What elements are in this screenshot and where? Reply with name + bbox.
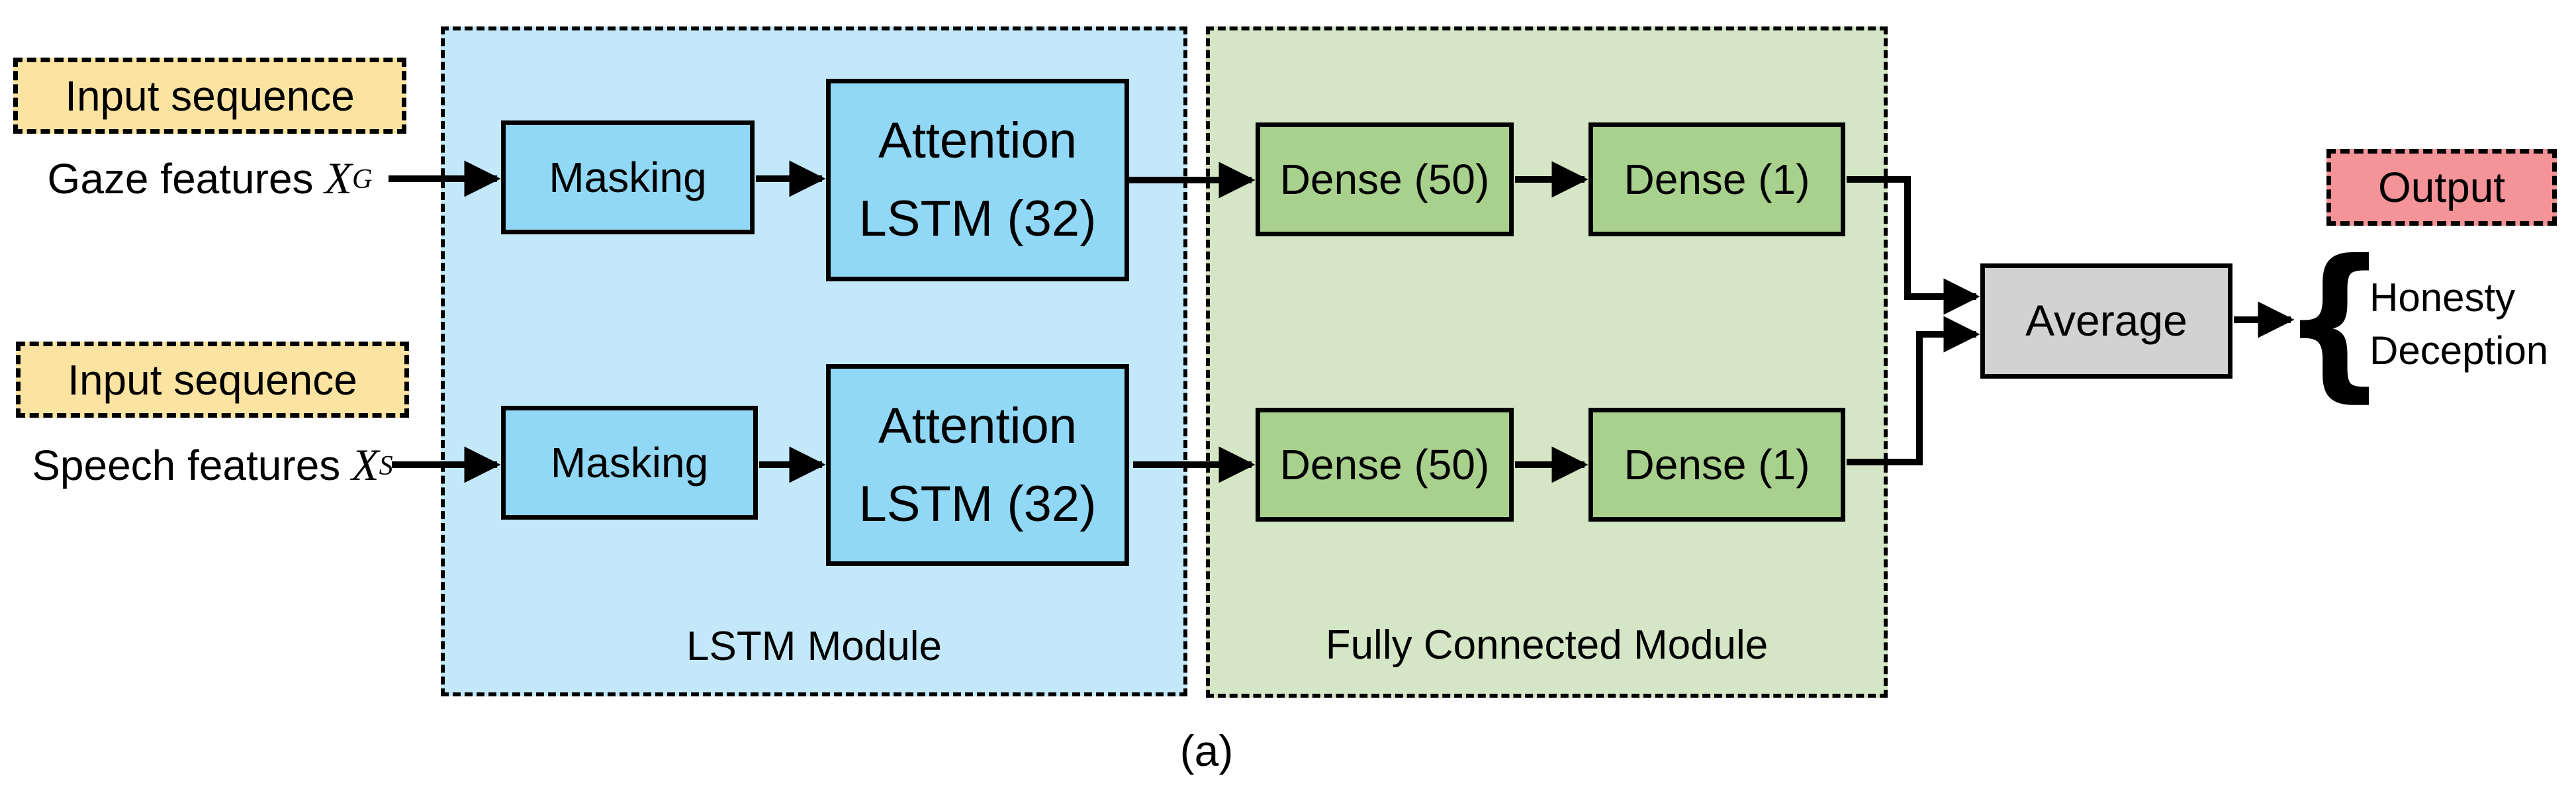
output-class-honesty: Honesty xyxy=(2369,275,2516,320)
input-sequence-badge-speech-label: Input sequence xyxy=(68,355,357,404)
masking-box-speech-label: Masking xyxy=(550,438,709,487)
masking-box-speech: Masking xyxy=(501,406,758,520)
attention-lstm-gaze-line2: LSTM (32) xyxy=(858,191,1097,247)
attention-lstm-box-gaze: Attention LSTM (32) xyxy=(826,79,1129,281)
fc-module-label: Fully Connected Module xyxy=(1325,622,1769,668)
masking-box-gaze-label: Masking xyxy=(549,153,707,201)
gaze-variable: X xyxy=(324,154,352,203)
dense1-box-speech-label: Dense (1) xyxy=(1624,440,1810,489)
output-brace-icon: { xyxy=(2281,224,2388,417)
attention-lstm-speech-line1: Attention xyxy=(878,397,1077,454)
speech-variable: X xyxy=(351,440,379,490)
attention-lstm-gaze-line1: Attention xyxy=(878,113,1077,169)
dense50-box-speech: Dense (50) xyxy=(1256,408,1514,522)
input-sequence-badge-gaze-label: Input sequence xyxy=(65,71,355,120)
dense50-box-gaze: Dense (50) xyxy=(1256,122,1514,236)
output-badge: Output xyxy=(2326,149,2557,226)
speech-variable-subscript: S xyxy=(379,449,393,481)
figure-caption: (a) xyxy=(1179,726,1234,775)
dense1-box-gaze: Dense (1) xyxy=(1588,122,1845,236)
output-badge-label: Output xyxy=(2377,164,2506,211)
gaze-variable-subscript: G xyxy=(351,163,373,195)
output-classes: Honesty Deception xyxy=(2369,271,2548,377)
dense1-box-speech: Dense (1) xyxy=(1588,408,1845,522)
average-box-label: Average xyxy=(2025,296,2187,346)
dense1-box-gaze-label: Dense (1) xyxy=(1624,155,1810,203)
input-sequence-badge-speech: Input sequence xyxy=(16,342,409,418)
dense50-box-speech-label: Dense (50) xyxy=(1279,440,1490,489)
attention-lstm-speech-line2: LSTM (32) xyxy=(858,475,1097,532)
input-sequence-badge-gaze: Input sequence xyxy=(13,58,406,134)
attention-lstm-box-speech: Attention LSTM (32) xyxy=(826,364,1129,566)
masking-box-gaze: Masking xyxy=(501,120,755,234)
fc-module-panel: Fully Connected Module xyxy=(1206,26,1888,698)
dense50-box-gaze-label: Dense (50) xyxy=(1279,155,1490,203)
average-box: Average xyxy=(1980,263,2232,379)
gaze-features-text: Gaze features xyxy=(47,155,314,203)
speech-features-text: Speech features xyxy=(32,442,341,489)
lstm-module-label: LSTM Module xyxy=(686,624,942,669)
output-class-deception: Deception xyxy=(2369,328,2549,373)
